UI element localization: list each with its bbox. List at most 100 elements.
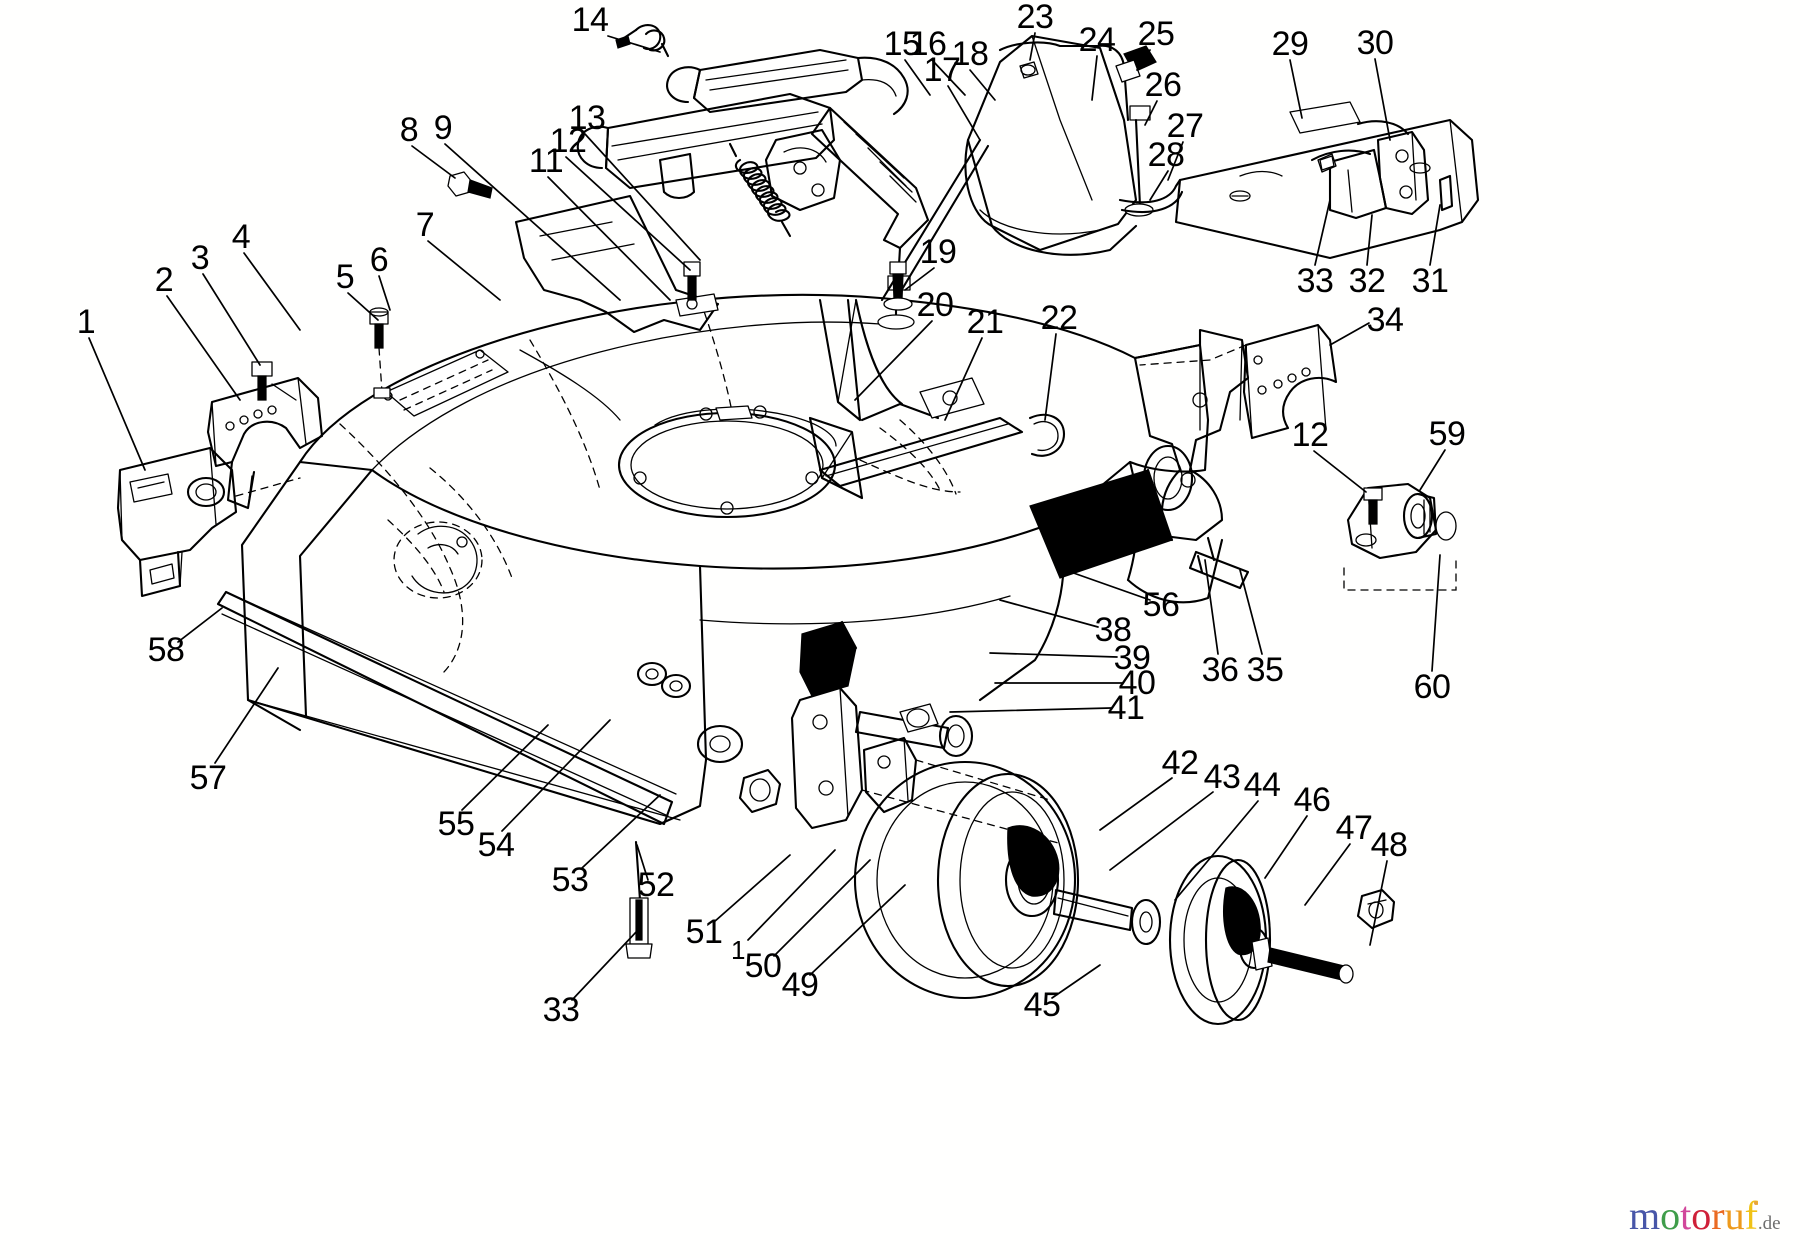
callout-36: 36: [1201, 651, 1239, 689]
callout-2: 2: [154, 261, 174, 299]
callout-59: 59: [1428, 415, 1466, 453]
callout-6: 6: [369, 241, 389, 279]
callout-15: 15: [883, 25, 921, 63]
callout-22: 22: [1040, 299, 1078, 337]
callout-18: 18: [951, 35, 989, 73]
callout-45: 45: [1023, 986, 1061, 1024]
callout-23: 23: [1016, 0, 1054, 36]
callout-48: 48: [1370, 826, 1408, 864]
callout-1: 1: [76, 303, 96, 341]
leader-12: [565, 156, 691, 271]
callout-21: 21: [966, 303, 1004, 341]
leader-17: [947, 85, 981, 141]
callout-29: 29: [1271, 25, 1309, 63]
leader-57: [214, 667, 279, 764]
leader-32: [1366, 214, 1373, 266]
callout-58: 58: [147, 631, 185, 669]
callout-33: 33: [542, 991, 580, 1029]
rear-right-frame: [1028, 328, 1250, 604]
callout-40: 40: [1118, 664, 1156, 702]
callout-50: 50: [744, 947, 782, 985]
callout-49: 49: [781, 966, 819, 1004]
leader-16: [931, 59, 966, 96]
leader-lines: [88, 32, 1446, 1001]
leader-59: [1419, 449, 1446, 491]
screw-33a: [1319, 155, 1335, 171]
callout-7: 7: [415, 206, 435, 244]
callout-31: 31: [1411, 262, 1449, 300]
callout-46: 46: [1293, 781, 1331, 819]
callout-28: 28: [1147, 136, 1185, 174]
leader-52: [636, 844, 649, 881]
leader-41: [949, 707, 1112, 713]
callout-20: 20: [916, 286, 954, 324]
leader-38: [999, 599, 1099, 628]
leader-46: [1264, 815, 1308, 879]
callout-25: 25: [1137, 15, 1175, 53]
callout-34: 34: [1366, 301, 1404, 339]
leader-48: [1369, 860, 1388, 946]
site-watermark: motoruf.de: [1629, 1196, 1781, 1236]
watermark-letter: m: [1629, 1193, 1661, 1238]
leader-45: [1051, 964, 1101, 999]
callout-35: 35: [1246, 651, 1284, 689]
leader-44: [1174, 800, 1259, 901]
callout-3: 3: [190, 239, 210, 277]
leader-2: [166, 295, 241, 401]
bolt-19: [883, 261, 913, 311]
screw-5: [369, 307, 389, 349]
leader-43: [1109, 791, 1214, 871]
leader-23: [1029, 32, 1036, 61]
leader-24: [1091, 55, 1098, 101]
callout-11: 11: [528, 142, 564, 180]
watermark-dot: [1754, 1201, 1758, 1205]
callout-1: 1: [731, 935, 745, 965]
leader-25: [1136, 49, 1151, 71]
leader-6: [378, 275, 391, 311]
leader-50: [773, 859, 871, 957]
screw-9: [683, 261, 701, 301]
leader-33: [571, 929, 639, 1001]
screw-8: [447, 171, 493, 199]
watermark-letter: f: [1744, 1193, 1758, 1238]
leader-36: [1204, 559, 1219, 655]
callout-4: 4: [231, 218, 251, 256]
leader-34: [1329, 322, 1370, 346]
leader-55: [461, 724, 549, 811]
leader-33: [1314, 199, 1331, 266]
callout-43: 43: [1203, 758, 1241, 796]
callout-19: 19: [919, 233, 957, 271]
leader-8: [411, 145, 456, 179]
callout-12: 12: [549, 122, 587, 160]
leader-9: [444, 143, 621, 301]
handle-bail-assembly: [251, 24, 990, 959]
leader-49: [809, 884, 906, 976]
callout-33: 33: [1296, 262, 1334, 300]
leader-27: [1167, 141, 1184, 181]
leader-60: [1431, 554, 1441, 672]
leader-15: [904, 59, 931, 96]
leader-13: [584, 133, 701, 261]
spring-coil: [728, 142, 792, 238]
callout-17: 17: [923, 51, 961, 89]
callout-27: 27: [1166, 107, 1204, 145]
leader-58: [177, 607, 223, 643]
leader-31: [1429, 204, 1441, 266]
leader-28: [1149, 170, 1169, 201]
left-brackets: [116, 376, 324, 598]
callout-16: 16: [909, 25, 947, 63]
callout-24: 24: [1078, 21, 1116, 59]
callout-30: 30: [1356, 24, 1394, 62]
leader-53: [581, 794, 661, 869]
leader-47: [1304, 843, 1351, 906]
watermark-letter: o: [1691, 1193, 1712, 1238]
leader-22: [1044, 333, 1057, 421]
leader-14: [607, 35, 661, 53]
callout-52: 52: [637, 866, 675, 904]
leader-30: [1374, 58, 1391, 141]
wheel-assembly: [636, 620, 1396, 1026]
leader-4: [243, 252, 301, 331]
caster-bracket-59: [1343, 482, 1457, 591]
